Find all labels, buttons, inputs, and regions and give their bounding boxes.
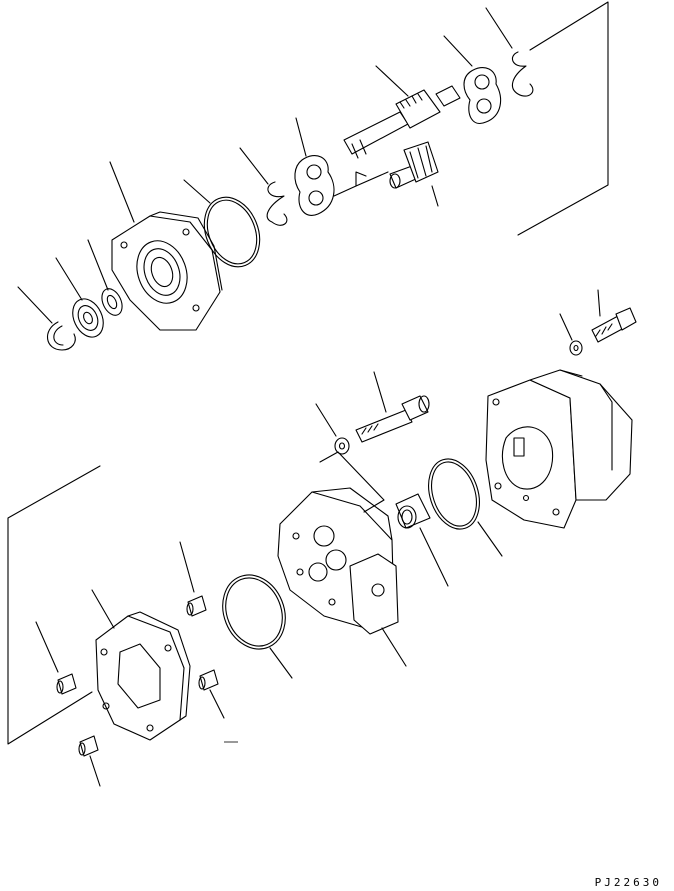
leader-dowel-pin-c [35, 621, 59, 673]
part-coupling-sleeve [395, 493, 449, 587]
part-rear-cover [91, 589, 191, 741]
part-dowel-pin-d [78, 735, 101, 787]
part-flange-housing [485, 369, 633, 529]
part-backup-ring [239, 147, 288, 226]
part-front-cover [109, 161, 223, 331]
part-flat-washer-middle [315, 403, 350, 455]
part-pump-body [277, 487, 407, 667]
part-bolt [355, 371, 430, 443]
part-driven-gear [389, 141, 439, 207]
leader-snap-ring [17, 286, 53, 324]
leader-drive-gear-shaft [375, 65, 409, 97]
leader-bolt-upper [597, 289, 601, 317]
part-seal-ring [485, 7, 534, 97]
part-washer [87, 239, 123, 316]
leader-o-ring-lower [269, 647, 293, 679]
leader-dowel-pin-b [209, 689, 225, 719]
sub-bracket [333, 171, 367, 197]
leader-rear-cover [91, 589, 115, 629]
mid-bracket [319, 451, 385, 513]
leader-dowel-pin-d [89, 755, 101, 787]
group-bracket-lower [7, 465, 101, 745]
leader-pump-body [381, 627, 407, 667]
sub-bracket-line [355, 171, 389, 187]
part-bushing-plate [294, 117, 335, 216]
part-dowel-pin-c [35, 621, 77, 695]
part-snap-ring [17, 286, 76, 351]
part-o-ring-middle [428, 458, 503, 557]
leader-bushing-plate [295, 117, 307, 157]
leader-front-cover [109, 161, 135, 223]
figure-code: PJ22630 [594, 876, 662, 889]
leader-washer-middle [315, 403, 337, 437]
part-rear-bushing-plate [443, 35, 502, 124]
part-drive-gear-shaft [343, 65, 461, 159]
group-bracket-upper [517, 1, 609, 236]
leader-coupling-sleeve [419, 527, 449, 587]
part-bolt-upper [591, 289, 637, 343]
leader-ball-bearing [55, 257, 83, 301]
part-flat-washer [559, 313, 583, 356]
part-ball-bearing [55, 257, 104, 338]
leader-rear-bushing-plate [443, 35, 473, 67]
leader-flat-washer [559, 313, 573, 341]
leader-dowel-pin-a [179, 541, 195, 593]
part-dowel-pin-b [198, 669, 225, 719]
leader-bolt [373, 371, 387, 413]
leader-o-ring-middle [477, 521, 503, 557]
part-o-ring [183, 179, 261, 268]
part-o-ring-lower [222, 574, 293, 679]
leader-washer [87, 239, 109, 291]
leader-backup-ring [239, 147, 269, 185]
part-dowel-pin-a [179, 541, 207, 617]
leader-o-ring [183, 179, 211, 204]
leader-driven-gear [431, 185, 439, 207]
leader-seal-ring [485, 7, 513, 49]
